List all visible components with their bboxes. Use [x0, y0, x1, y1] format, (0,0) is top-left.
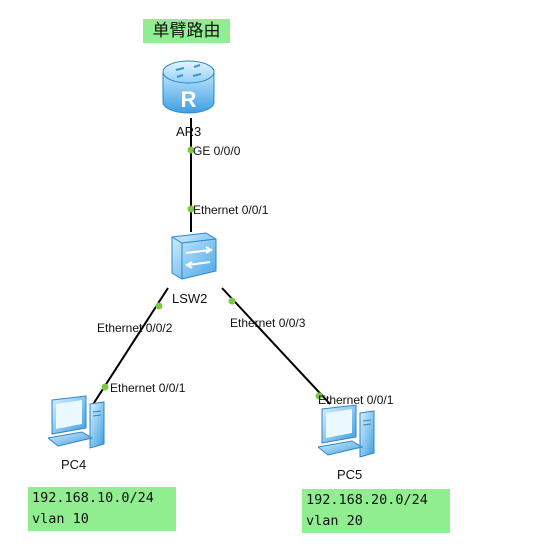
note-pc4: 192.168.10.0/24 vlan 10	[28, 487, 176, 531]
device-name-pc5: PC5	[337, 467, 363, 482]
port-label-pc5: Ethernet 0/0/1	[318, 393, 394, 407]
switch-lsw2[interactable]	[166, 231, 220, 283]
port-dot-lsw2-up	[187, 205, 195, 213]
port-label-lsw2-left: Ethernet 0/0/2	[97, 321, 173, 335]
note-pc5: 192.168.20.0/24 vlan 20	[302, 489, 450, 533]
note-pc5-subnet: 192.168.20.0/24	[306, 492, 428, 508]
pc-icon	[316, 404, 375, 458]
port-dot-lsw2-right	[228, 297, 236, 305]
port-label-pc4: Ethernet 0/0/1	[110, 381, 186, 395]
pc-pc5[interactable]	[316, 403, 378, 459]
svg-text:R: R	[181, 87, 197, 112]
link-lsw2-pc5	[221, 287, 331, 405]
note-pc4-vlan: vlan 10	[32, 511, 89, 527]
port-dot-lsw2-left	[155, 302, 163, 310]
port-label-lsw2-up: Ethernet 0/0/1	[193, 203, 269, 217]
router-icon: R	[162, 60, 215, 114]
port-dot-pc4	[101, 383, 109, 391]
port-dot-ar3-ge	[187, 146, 195, 154]
note-pc4-subnet: 192.168.10.0/24	[32, 490, 154, 506]
diagram-title: 单臂路由	[143, 19, 230, 43]
port-dot-pc5	[315, 392, 323, 400]
pc-pc4[interactable]	[46, 394, 108, 450]
device-name-lsw2: LSW2	[172, 291, 208, 306]
switch-icon	[171, 232, 217, 280]
pc-icon	[46, 395, 105, 449]
device-name-ar3: AR3	[176, 124, 202, 139]
port-label-lsw2-right: Ethernet 0/0/3	[230, 316, 306, 330]
port-label-ar3-ge: GE 0/0/0	[193, 144, 241, 158]
router-ar3[interactable]: R	[161, 58, 216, 116]
device-name-pc4: PC4	[61, 457, 87, 472]
note-pc5-vlan: vlan 20	[306, 513, 363, 529]
